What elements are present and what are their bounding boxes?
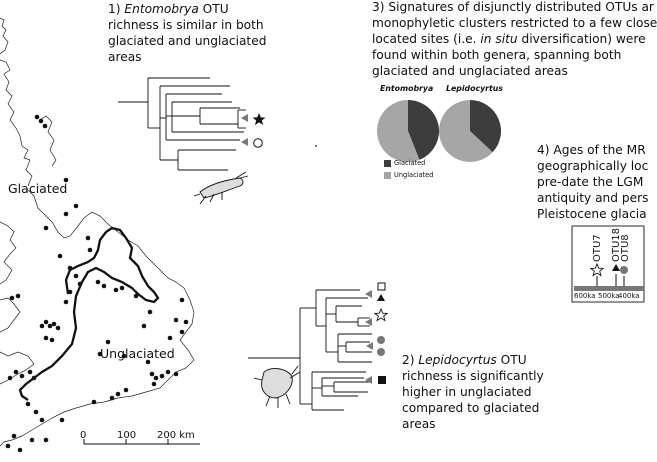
panel2-line3: higher in unglaciated xyxy=(402,385,532,399)
glacial-boundary-line xyxy=(18,226,160,401)
panel1-line2: richness is similar in both xyxy=(108,18,264,32)
panel3-text: 3) Signatures of disjunctly distributed … xyxy=(372,0,657,79)
stray-dot xyxy=(315,145,317,147)
legend-swatch-glaciated xyxy=(384,160,391,167)
scale-tick-100: 100 xyxy=(117,430,137,441)
clade-triangle-gray xyxy=(366,342,373,350)
panel3-line3a: located sites (i.e. xyxy=(372,32,481,46)
black-star-icon xyxy=(252,113,266,125)
panel1-line3: glaciated and unglaciated xyxy=(108,34,267,48)
entomobrya-springtail-icon xyxy=(193,171,249,205)
panel4-text: 4) Ages of the MR geographically loc pre… xyxy=(537,142,648,222)
panel2-line2: richness is significantly xyxy=(402,369,544,383)
open-square-icon xyxy=(377,282,386,291)
otu-age-timeline xyxy=(571,225,645,303)
pie-charts xyxy=(376,99,501,162)
pie-title-lepidocyrtus: Lepidocyrtus xyxy=(446,84,503,93)
clade-triangle-gray xyxy=(241,138,248,146)
timeline-bar xyxy=(574,286,644,291)
panel2-text: 2) Lepidocyrtus OTU richness is signific… xyxy=(402,352,544,432)
panel4-line3: pre-date the LGM xyxy=(537,175,644,189)
pie-slice-lepidocyrtus-glaciated xyxy=(470,100,501,153)
panel2-number: 2) xyxy=(402,353,415,367)
panel2-line4: compared to glaciated xyxy=(402,401,540,415)
clade-triangle-gray xyxy=(365,376,372,384)
timeline-tick-600ka: 600ka xyxy=(574,292,596,300)
open-star-icon xyxy=(373,307,389,322)
otu-label-otu8: OTU8 xyxy=(620,234,631,262)
pie-legend xyxy=(384,160,391,179)
panel2-heading-rest: OTU xyxy=(496,353,527,367)
panel4-line4: antiquity and pers xyxy=(537,191,649,205)
clade-triangle-gray xyxy=(241,114,248,122)
sample-sites xyxy=(5,114,189,453)
open-circle-icon xyxy=(253,138,263,148)
legend-swatch-unglaciated xyxy=(384,172,391,179)
panel1-genus: Entomobrya xyxy=(124,2,199,16)
gray-circle-icon xyxy=(377,348,385,356)
scale-tick-0: 0 xyxy=(80,430,87,441)
timeline-tick-500ka: 500ka xyxy=(598,292,620,300)
pie-title-entomobrya: Entomobrya xyxy=(380,84,434,93)
black-triangle-icon xyxy=(612,264,620,271)
panel1-number: 1) xyxy=(108,2,121,16)
panel4-line1: 4) Ages of the MR xyxy=(537,143,646,157)
panel2-line5: areas xyxy=(402,417,436,431)
panel4-line5: Pleistocene glacia xyxy=(537,207,647,221)
open-star-icon xyxy=(589,262,605,277)
panel3-line3c: diversification) were xyxy=(517,32,646,46)
black-triangle-icon xyxy=(377,294,385,301)
panel3-line3b: in situ xyxy=(480,32,518,46)
britain-map xyxy=(0,17,195,447)
label-glaciated: Glaciated xyxy=(8,181,68,196)
panel3-line4: found within both genera, spanning both xyxy=(372,48,622,62)
panel2-genus: Lepidocyrtus xyxy=(418,353,497,367)
panel3-line1: 3) Signatures of disjunctly distributed … xyxy=(372,0,654,14)
england-coastline xyxy=(0,189,195,447)
timeline-frame xyxy=(571,225,645,303)
scotland-coastline xyxy=(0,17,57,187)
legend-label-unglaciated: Unglaciated xyxy=(394,171,434,179)
legend-label-glaciated: Glaciated xyxy=(394,159,426,167)
lepidocyrtus-markers xyxy=(365,282,389,384)
scale-tick-200: 200 km xyxy=(157,430,195,441)
label-unglaciated: Unglaciated xyxy=(100,346,175,361)
clade-triangle-gray xyxy=(365,290,372,298)
figure-canvas xyxy=(0,17,645,453)
otu-label-otu7: OTU7 xyxy=(592,234,603,262)
black-square-icon xyxy=(378,376,386,384)
entomobrya-tree xyxy=(118,77,246,171)
panel3-line2: monophyletic clusters restricted to a fe… xyxy=(372,16,657,30)
gray-circle-icon xyxy=(377,336,385,344)
pie-slice-entomobrya-unglaciated xyxy=(376,100,420,162)
clade-triangle-gray xyxy=(365,318,372,326)
lepidocyrtus-springtail-icon xyxy=(253,365,301,408)
lepidocyrtus-tree xyxy=(248,289,372,411)
panel4-line2: geographically loc xyxy=(537,159,649,173)
panel3-line5: glaciated and unglaciated areas xyxy=(372,64,568,78)
panel1-heading-rest: OTU xyxy=(198,2,229,16)
pie-slice-lepidocyrtus-unglaciated xyxy=(439,99,493,162)
pie-slice-entomobrya-glaciated xyxy=(408,100,439,160)
gray-circle-icon xyxy=(620,266,628,274)
entomobrya-markers xyxy=(241,113,266,148)
scale-bar xyxy=(83,439,200,445)
panel1-text: 1) Entomobrya OTU richness is similar in… xyxy=(108,1,266,65)
panel1-line4: areas xyxy=(108,50,142,64)
timeline-tick-400ka: 400ka xyxy=(618,292,640,300)
